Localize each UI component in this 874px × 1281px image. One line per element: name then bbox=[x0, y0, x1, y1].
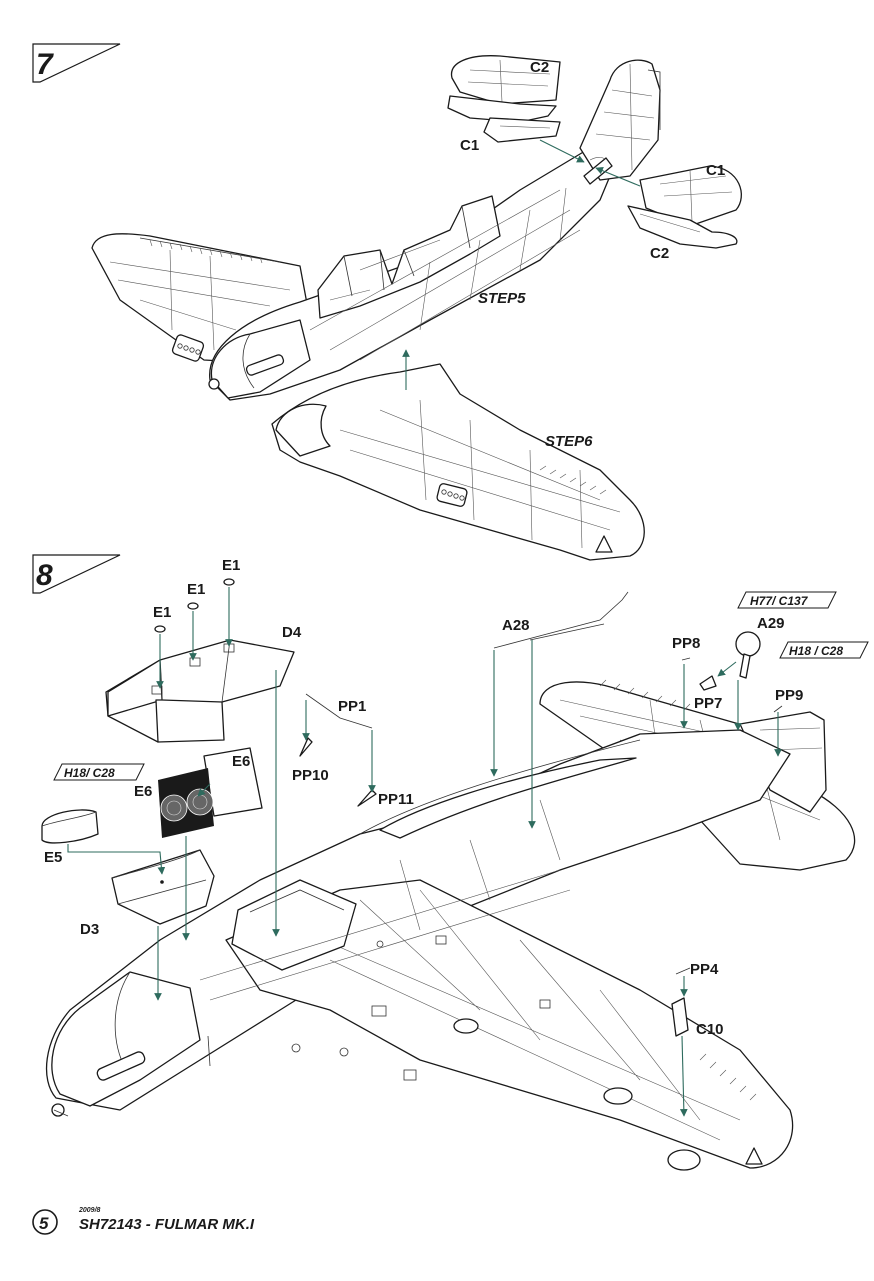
label-e6-b: E6 bbox=[134, 783, 152, 800]
svg-text:H18 / C28: H18 / C28 bbox=[789, 644, 843, 658]
page-number-badge bbox=[32, 1209, 58, 1235]
part-c10 bbox=[671, 997, 689, 1037]
fuselage-assembly-step7 bbox=[91, 59, 661, 401]
ref-box-h77-c137: H77/ C137 bbox=[737, 591, 837, 609]
label-pp11: PP11 bbox=[378, 791, 414, 808]
page-footer: 5 2009/8 SH72143 - FULMAR MK.I bbox=[32, 1207, 255, 1235]
label-c2-top: C2 bbox=[530, 59, 549, 76]
label-pp7: PP7 bbox=[694, 695, 722, 712]
part-d3 bbox=[111, 849, 215, 925]
label-c10: C10 bbox=[696, 1021, 724, 1038]
label-pp10: PP10 bbox=[292, 767, 329, 784]
left-tailplane-parts bbox=[447, 55, 561, 143]
part-e1-c bbox=[223, 578, 235, 586]
label-e5: E5 bbox=[44, 849, 62, 866]
step8-section: 8 bbox=[32, 554, 869, 1171]
part-a28 bbox=[493, 591, 629, 649]
part-pp9 bbox=[773, 705, 783, 713]
label-pp9: PP9 bbox=[775, 687, 803, 704]
label-e1-a: E1 bbox=[153, 604, 171, 621]
kit-title: SH72143 - FULMAR MK.I bbox=[79, 1216, 255, 1233]
ref-box-h18-c28-right: H18 / C28 bbox=[779, 641, 869, 659]
label-a29: A29 bbox=[757, 615, 785, 632]
label-step6: STEP6 bbox=[545, 433, 593, 450]
part-pp10 bbox=[299, 737, 313, 757]
step8-arrows bbox=[67, 587, 782, 1117]
label-c2-right: C2 bbox=[650, 245, 669, 262]
lower-wing-step6 bbox=[271, 363, 645, 561]
label-e1-c: E1 bbox=[222, 557, 240, 574]
part-d4 bbox=[105, 639, 295, 743]
label-pp1: PP1 bbox=[338, 698, 366, 715]
label-e1-b: E1 bbox=[187, 581, 205, 598]
step7-number: 7 bbox=[36, 48, 54, 81]
label-d3: D3 bbox=[80, 921, 99, 938]
part-e1-a bbox=[154, 625, 166, 633]
part-e6-grille bbox=[158, 768, 214, 838]
label-c1-right: C1 bbox=[706, 162, 725, 179]
aircraft-underside-assembly bbox=[45, 679, 856, 1171]
label-pp4: PP4 bbox=[690, 961, 719, 978]
page-number: 5 bbox=[39, 1214, 49, 1233]
part-a29 bbox=[735, 631, 761, 679]
part-pp11 bbox=[357, 789, 377, 807]
label-d4: D4 bbox=[282, 624, 302, 641]
right-tailplane-parts bbox=[627, 165, 742, 249]
step7-arrows bbox=[402, 139, 641, 390]
svg-text:H77/ C137: H77/ C137 bbox=[750, 594, 809, 608]
part-pp4 bbox=[675, 967, 691, 975]
step8-number-badge: 8 bbox=[32, 554, 121, 594]
label-c1-left: C1 bbox=[460, 137, 479, 154]
label-pp8: PP8 bbox=[672, 635, 700, 652]
print-date: 2009/8 bbox=[78, 1207, 101, 1214]
step7-number-badge: 7 bbox=[32, 43, 121, 83]
label-a28: A28 bbox=[502, 617, 530, 634]
step8-number: 8 bbox=[36, 559, 53, 592]
part-pp8 bbox=[681, 657, 691, 661]
step7-section: 7 bbox=[32, 43, 742, 561]
ref-box-h18-c28-left: H18/ C28 bbox=[53, 763, 145, 781]
part-e5 bbox=[41, 809, 99, 844]
label-e6-a: E6 bbox=[232, 753, 250, 770]
part-pp1 bbox=[305, 693, 373, 729]
svg-text:H18/ C28: H18/ C28 bbox=[64, 766, 115, 780]
part-pp7 bbox=[699, 675, 717, 691]
part-e1-b bbox=[187, 602, 199, 610]
label-step5: STEP5 bbox=[478, 290, 526, 307]
